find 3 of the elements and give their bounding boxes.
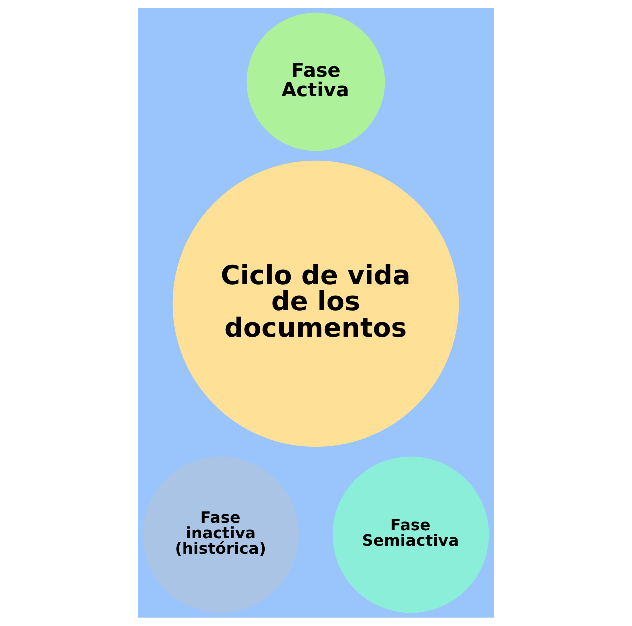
node-circle: Fase Activa [246,12,386,152]
node-circle: Fase Semiactiva [332,456,490,614]
node-circle: Ciclo de vida de los documentos [172,160,460,448]
